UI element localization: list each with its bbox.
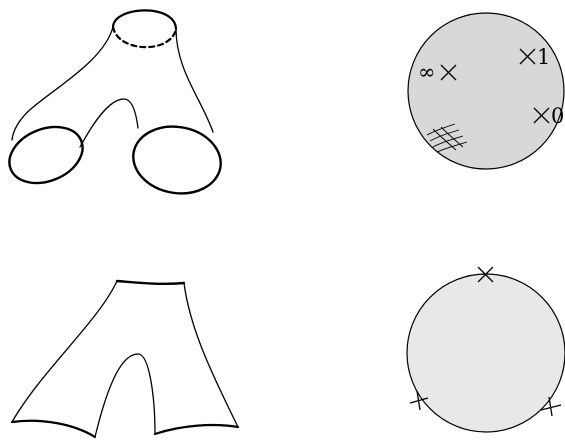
pants-left-seam: [12, 281, 117, 422]
top-disk: ∞ 1 0: [408, 13, 564, 169]
top-disk-body: [408, 13, 564, 169]
bottom-disk: [407, 267, 565, 432]
right-side-outline: [176, 29, 213, 132]
crotch-outline: [80, 99, 138, 147]
waist-boundary-front: [113, 10, 176, 29]
one-point-label: 1: [537, 45, 550, 69]
pants-inner-legs: [95, 354, 155, 437]
zero-point-label: 0: [551, 104, 564, 128]
waist-boundary-back-dashed: [113, 27, 176, 47]
bottom-disk-body: [407, 274, 565, 432]
pants-left-hem: [12, 421, 95, 437]
pants-flat-outline: [12, 281, 238, 437]
infinity-point-label: ∞: [418, 60, 436, 84]
pants-waistband: [117, 281, 184, 284]
pants-right-seam: [184, 283, 238, 427]
pants-right-hem: [155, 425, 238, 434]
pair-of-pants-surface: [1, 10, 226, 200]
left-leg-boundary: [1, 117, 91, 194]
left-side-outline: [12, 27, 113, 140]
right-leg-boundary: [128, 120, 226, 200]
